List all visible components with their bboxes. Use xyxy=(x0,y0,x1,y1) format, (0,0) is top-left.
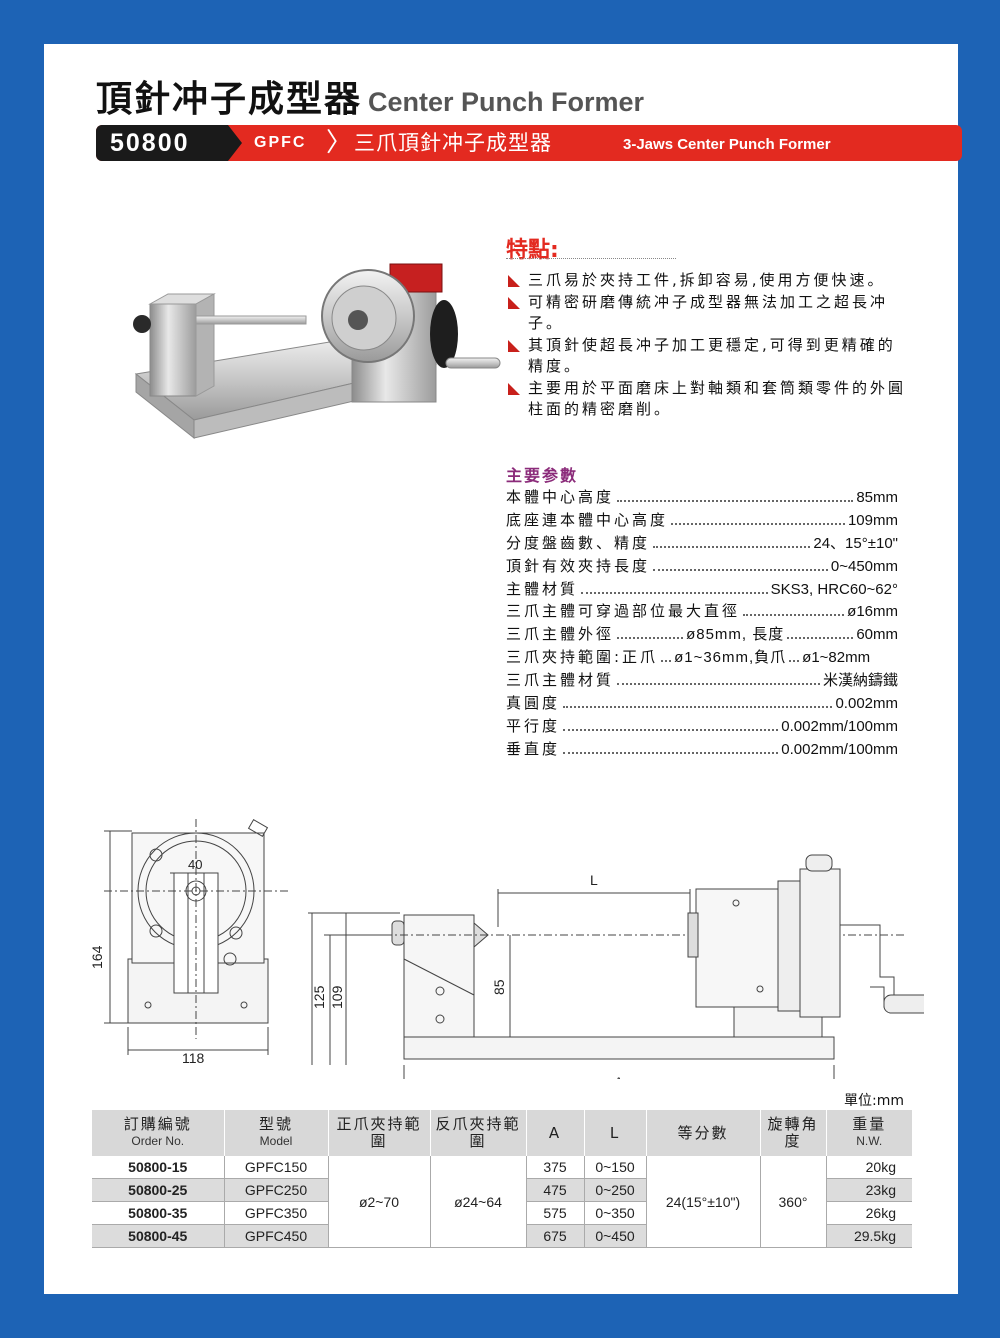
code-arrow xyxy=(228,125,242,161)
table-row: 50800-15 GPFC150 ø2~70 ø24~64 375 0~150 … xyxy=(92,1156,912,1248)
feature-item: 其頂針使超長冲子加工更穩定,可得到更精確的精度。 xyxy=(506,335,906,377)
spec-row: 三爪主體材質米漢納鑄鐵 xyxy=(506,671,898,690)
technical-drawing: 164 40 118 xyxy=(89,818,924,1079)
dim-118: 118 xyxy=(182,1050,205,1066)
table-row: 50800-35 GPFC350 575 0~350 26kg xyxy=(92,1201,912,1225)
triangle-bullet-icon xyxy=(508,340,520,352)
chevron-right-icon: 〉 xyxy=(326,128,353,158)
dim-40: 40 xyxy=(188,857,202,872)
feature-item: 主要用於平面磨床上對軸類和套筒類零件的外圓柱面的精密磨削。 xyxy=(506,378,906,420)
side-view: 125 109 85 L A xyxy=(308,854,924,1079)
dim-85: 85 xyxy=(491,979,507,995)
product-name-en: 3-Jaws Center Punch Former xyxy=(623,136,831,153)
header-division: 等分數 xyxy=(646,1110,761,1156)
features-divider xyxy=(506,258,676,259)
header-L: L xyxy=(584,1110,647,1156)
product-photo xyxy=(133,263,501,440)
title-en: Center Punch Former xyxy=(368,87,645,117)
header-jaw-forward: 正爪夾持範圍 xyxy=(328,1110,431,1156)
features-list: 三爪易於夾持工件,拆卸容易,使用方便快速。 可精密研磨傳統冲子成型器無法加工之超… xyxy=(506,270,906,421)
feature-item: 三爪易於夾持工件,拆卸容易,使用方便快速。 xyxy=(506,270,906,291)
product-name-cn: 三爪頂針冲子成型器 xyxy=(354,131,552,155)
dim-164: 164 xyxy=(89,945,105,969)
product-code: 50800 xyxy=(96,125,228,161)
feature-item: 可精密研磨傳統冲子成型器無法加工之超長冲子。 xyxy=(506,292,906,334)
triangle-bullet-icon xyxy=(508,383,520,395)
triangle-bullet-icon xyxy=(508,297,520,309)
header-A: A xyxy=(526,1110,585,1156)
dim-109: 109 xyxy=(329,985,345,1009)
product-band: 50800 GPFC 〉 三爪頂針冲子成型器 3-Jaws Center Pun… xyxy=(96,125,962,161)
features-heading: 特點: xyxy=(506,238,559,263)
specs-heading: 主要参數 xyxy=(506,466,579,485)
dim-L: L xyxy=(590,872,598,888)
header-jaw-reverse: 反爪夾持範圍 xyxy=(430,1110,527,1156)
triangle-bullet-icon xyxy=(508,275,520,287)
table-row: 50800-45 GPFC450 675 0~450 29.5kg xyxy=(92,1224,912,1248)
table-row: 50800-25 GPFC250 475 0~250 23kg xyxy=(92,1178,912,1202)
dim-A: A xyxy=(614,1074,624,1079)
front-view: 164 40 118 xyxy=(89,818,289,1066)
unit-label: 單位:mm xyxy=(844,1093,904,1109)
product-model: GPFC xyxy=(254,134,307,151)
dim-125: 125 xyxy=(311,985,327,1009)
title-cn: 頂針冲子成型器 xyxy=(96,79,363,120)
header-rotation: 旋轉角度 xyxy=(760,1110,827,1156)
